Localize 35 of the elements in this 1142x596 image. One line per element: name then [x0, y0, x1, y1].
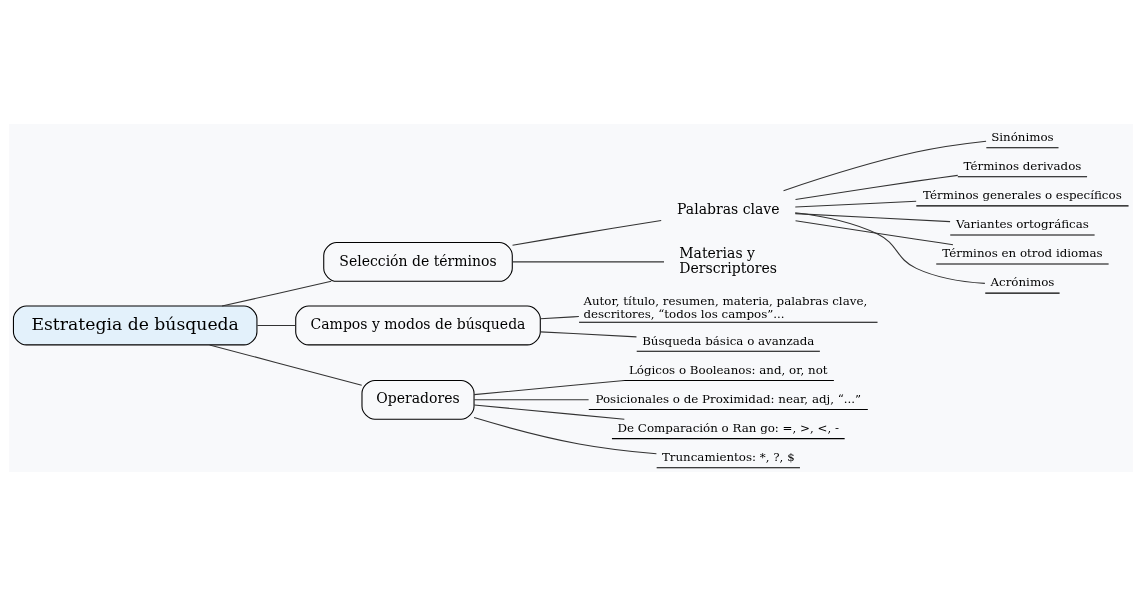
connector [511, 261, 665, 263]
node-box: Selección de términos [323, 241, 513, 282]
node-text: Lógicos o Booleanos: and, or, not [628, 362, 828, 377]
connector [473, 399, 590, 401]
connector [539, 331, 637, 338]
node-text: Sinónimos [991, 130, 1054, 145]
node-box: Estrategia de búsqueda [12, 305, 258, 346]
node-text: Términos derivados [963, 159, 1082, 174]
node-text: Términos generales o específicos [923, 188, 1122, 203]
connector [473, 417, 657, 455]
connector [209, 344, 363, 386]
connector [794, 174, 959, 201]
node-box: Operadores [361, 379, 475, 420]
connector [256, 324, 296, 326]
connector [783, 140, 987, 192]
node-text: Materias y Derscriptores [679, 245, 777, 277]
connector [473, 404, 625, 420]
node-text: Palabras clave [677, 200, 780, 217]
connector [539, 316, 580, 320]
node-text: Términos en otrod idiomas [942, 246, 1103, 261]
connector [794, 212, 986, 284]
node-text: Posicionales o de Proximidad: near, adj, “...” [595, 391, 862, 406]
node-text: Autor, título, resumen, materia, palabras clave, descritores, “todos los campos”... [583, 293, 868, 321]
node-text: Búsqueda básica o avanzada [642, 333, 815, 348]
connector [221, 280, 332, 307]
connector [473, 379, 625, 396]
node-text: Variantes ortográficas [955, 217, 1089, 232]
node-text: Truncamientos: *, ?, $ [661, 450, 795, 465]
connector [794, 213, 951, 223]
node-box: Campos y modos de búsqueda [295, 305, 541, 346]
node-text: Acrónimos [990, 275, 1055, 290]
connector [795, 220, 954, 246]
node-text: De Comparación o Ran go: =, >, <, - [617, 420, 839, 435]
connector [794, 200, 917, 208]
connector [512, 220, 662, 246]
